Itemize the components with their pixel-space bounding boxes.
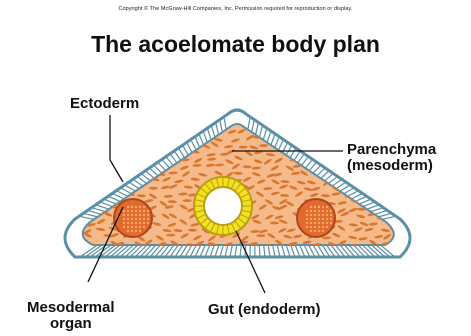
label-mesodermal-organ: Mesodermal organ xyxy=(27,300,115,332)
label-gut: Gut (endoderm) xyxy=(208,302,321,318)
gut xyxy=(194,177,252,235)
mesodermal-organ-left xyxy=(114,199,152,237)
mesodermal-organ-right xyxy=(297,199,335,237)
label-ectoderm: Ectoderm xyxy=(70,96,139,112)
label-parenchyma: Parenchyma (mesoderm) xyxy=(347,142,436,174)
